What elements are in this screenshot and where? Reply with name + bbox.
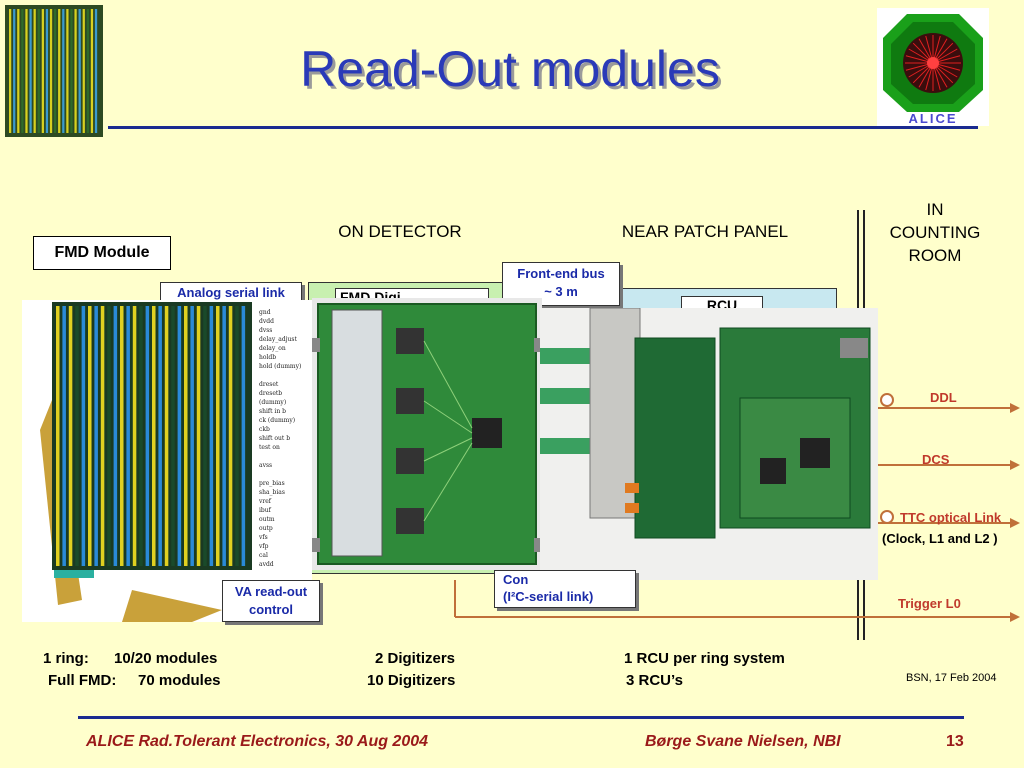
chip-pin-label: ck (dummy) [259, 417, 296, 424]
chip-pin-label: avdd [259, 561, 274, 568]
fmd-module-label: FMD Module [33, 236, 171, 270]
chip-pin-label: dvss [259, 327, 273, 334]
rcu-board-graphic [540, 308, 878, 580]
footer-rule [78, 716, 964, 719]
alice-logo-icon [877, 8, 989, 126]
chip-layout-graphic [5, 5, 103, 137]
chip-pin-label: holdb [259, 354, 277, 361]
chip-pin-label: vref [259, 498, 272, 505]
chip-pin-label [259, 470, 308, 479]
chip-pin-label [259, 371, 308, 380]
chip-pin-label: dresetb (dummy) [259, 390, 287, 406]
digitizer-board-photo [312, 298, 542, 570]
ring-label: 1 ring: [43, 650, 89, 667]
chip-pin-label: shift out b [259, 435, 291, 442]
chip-pin-label: delay_on [259, 345, 286, 352]
title-rule [108, 126, 978, 129]
footer-left: ALICE Rad.Tolerant Electronics, 30 Aug 2… [86, 733, 429, 750]
chip-pin-label: ckb [259, 426, 270, 433]
rcu-full: 3 RCU’s [626, 672, 683, 689]
dcs-link-label: DCS [922, 452, 950, 467]
full-fmd-label: Full FMD: [48, 672, 117, 689]
full-fmd-modules: 70 modules [138, 672, 221, 689]
page-number: 13 [946, 733, 964, 750]
chip-pin-label: pre_bias [259, 480, 285, 487]
chip-pin-label: test on [259, 444, 280, 451]
ddl-link-label: DDL [930, 390, 957, 405]
chip-pin-label: shift in b [259, 408, 286, 415]
alice-logo-text: ALICE [908, 111, 958, 126]
chip-pin-label: cal [259, 552, 268, 559]
chip-pin-label: vfp [259, 543, 269, 550]
alice-logo: ALICE [877, 8, 989, 126]
chip-pin-label: outp [259, 525, 273, 532]
trigger-link-label: Trigger L0 [898, 596, 961, 611]
digitizers-full: 10 Digitizers [367, 672, 456, 689]
hybrid-photo-graphic [22, 300, 312, 622]
chip-pin-label: vfs [259, 534, 268, 541]
va-readout-control-label: VA read-out control [222, 580, 320, 622]
chip-pin-label: dreset [259, 381, 279, 388]
page-title: Read-Out modules [300, 41, 720, 97]
chip-pin-label: gnd [259, 309, 271, 316]
digitizer-board-graphic [312, 298, 542, 570]
rcu-board-photo [540, 308, 878, 580]
chip-pin-label: dvdd [259, 318, 274, 325]
chip-layout-thumbnail [5, 5, 103, 137]
chip-pin-label: ibuf [259, 507, 271, 514]
ttc-link-sublabel: (Clock, L1 and L2 ) [882, 531, 998, 546]
i2c-link-label: Con (I²C-serial link) [494, 570, 636, 608]
chip-pin-label [259, 452, 308, 461]
footer-author: Børge Svane Nielsen, NBI [645, 733, 841, 750]
chip-pin-label: hold (dummy) [259, 363, 302, 370]
digitizers-per-ring: 2 Digitizers [375, 650, 456, 667]
header-on-detector: ON DETECTOR [338, 222, 462, 241]
header-near-patch-panel: NEAR PATCH PANEL [621, 222, 789, 241]
date-note: BSN, 17 Feb 2004 [906, 672, 997, 684]
header-counting-room: IN COUNTING ROOM [889, 200, 981, 265]
chip-pin-label: avss [259, 462, 273, 469]
chip-pin-label: sha_bias [259, 489, 285, 496]
chip-pin-label: outm [259, 516, 275, 523]
ttc-link-label: TTC optical Link [900, 510, 1002, 525]
chip-pin-label: delay_adjust [259, 336, 297, 343]
ring-modules: 10/20 modules [114, 650, 218, 667]
rcu-per-ring: 1 RCU per ring system [624, 650, 785, 667]
